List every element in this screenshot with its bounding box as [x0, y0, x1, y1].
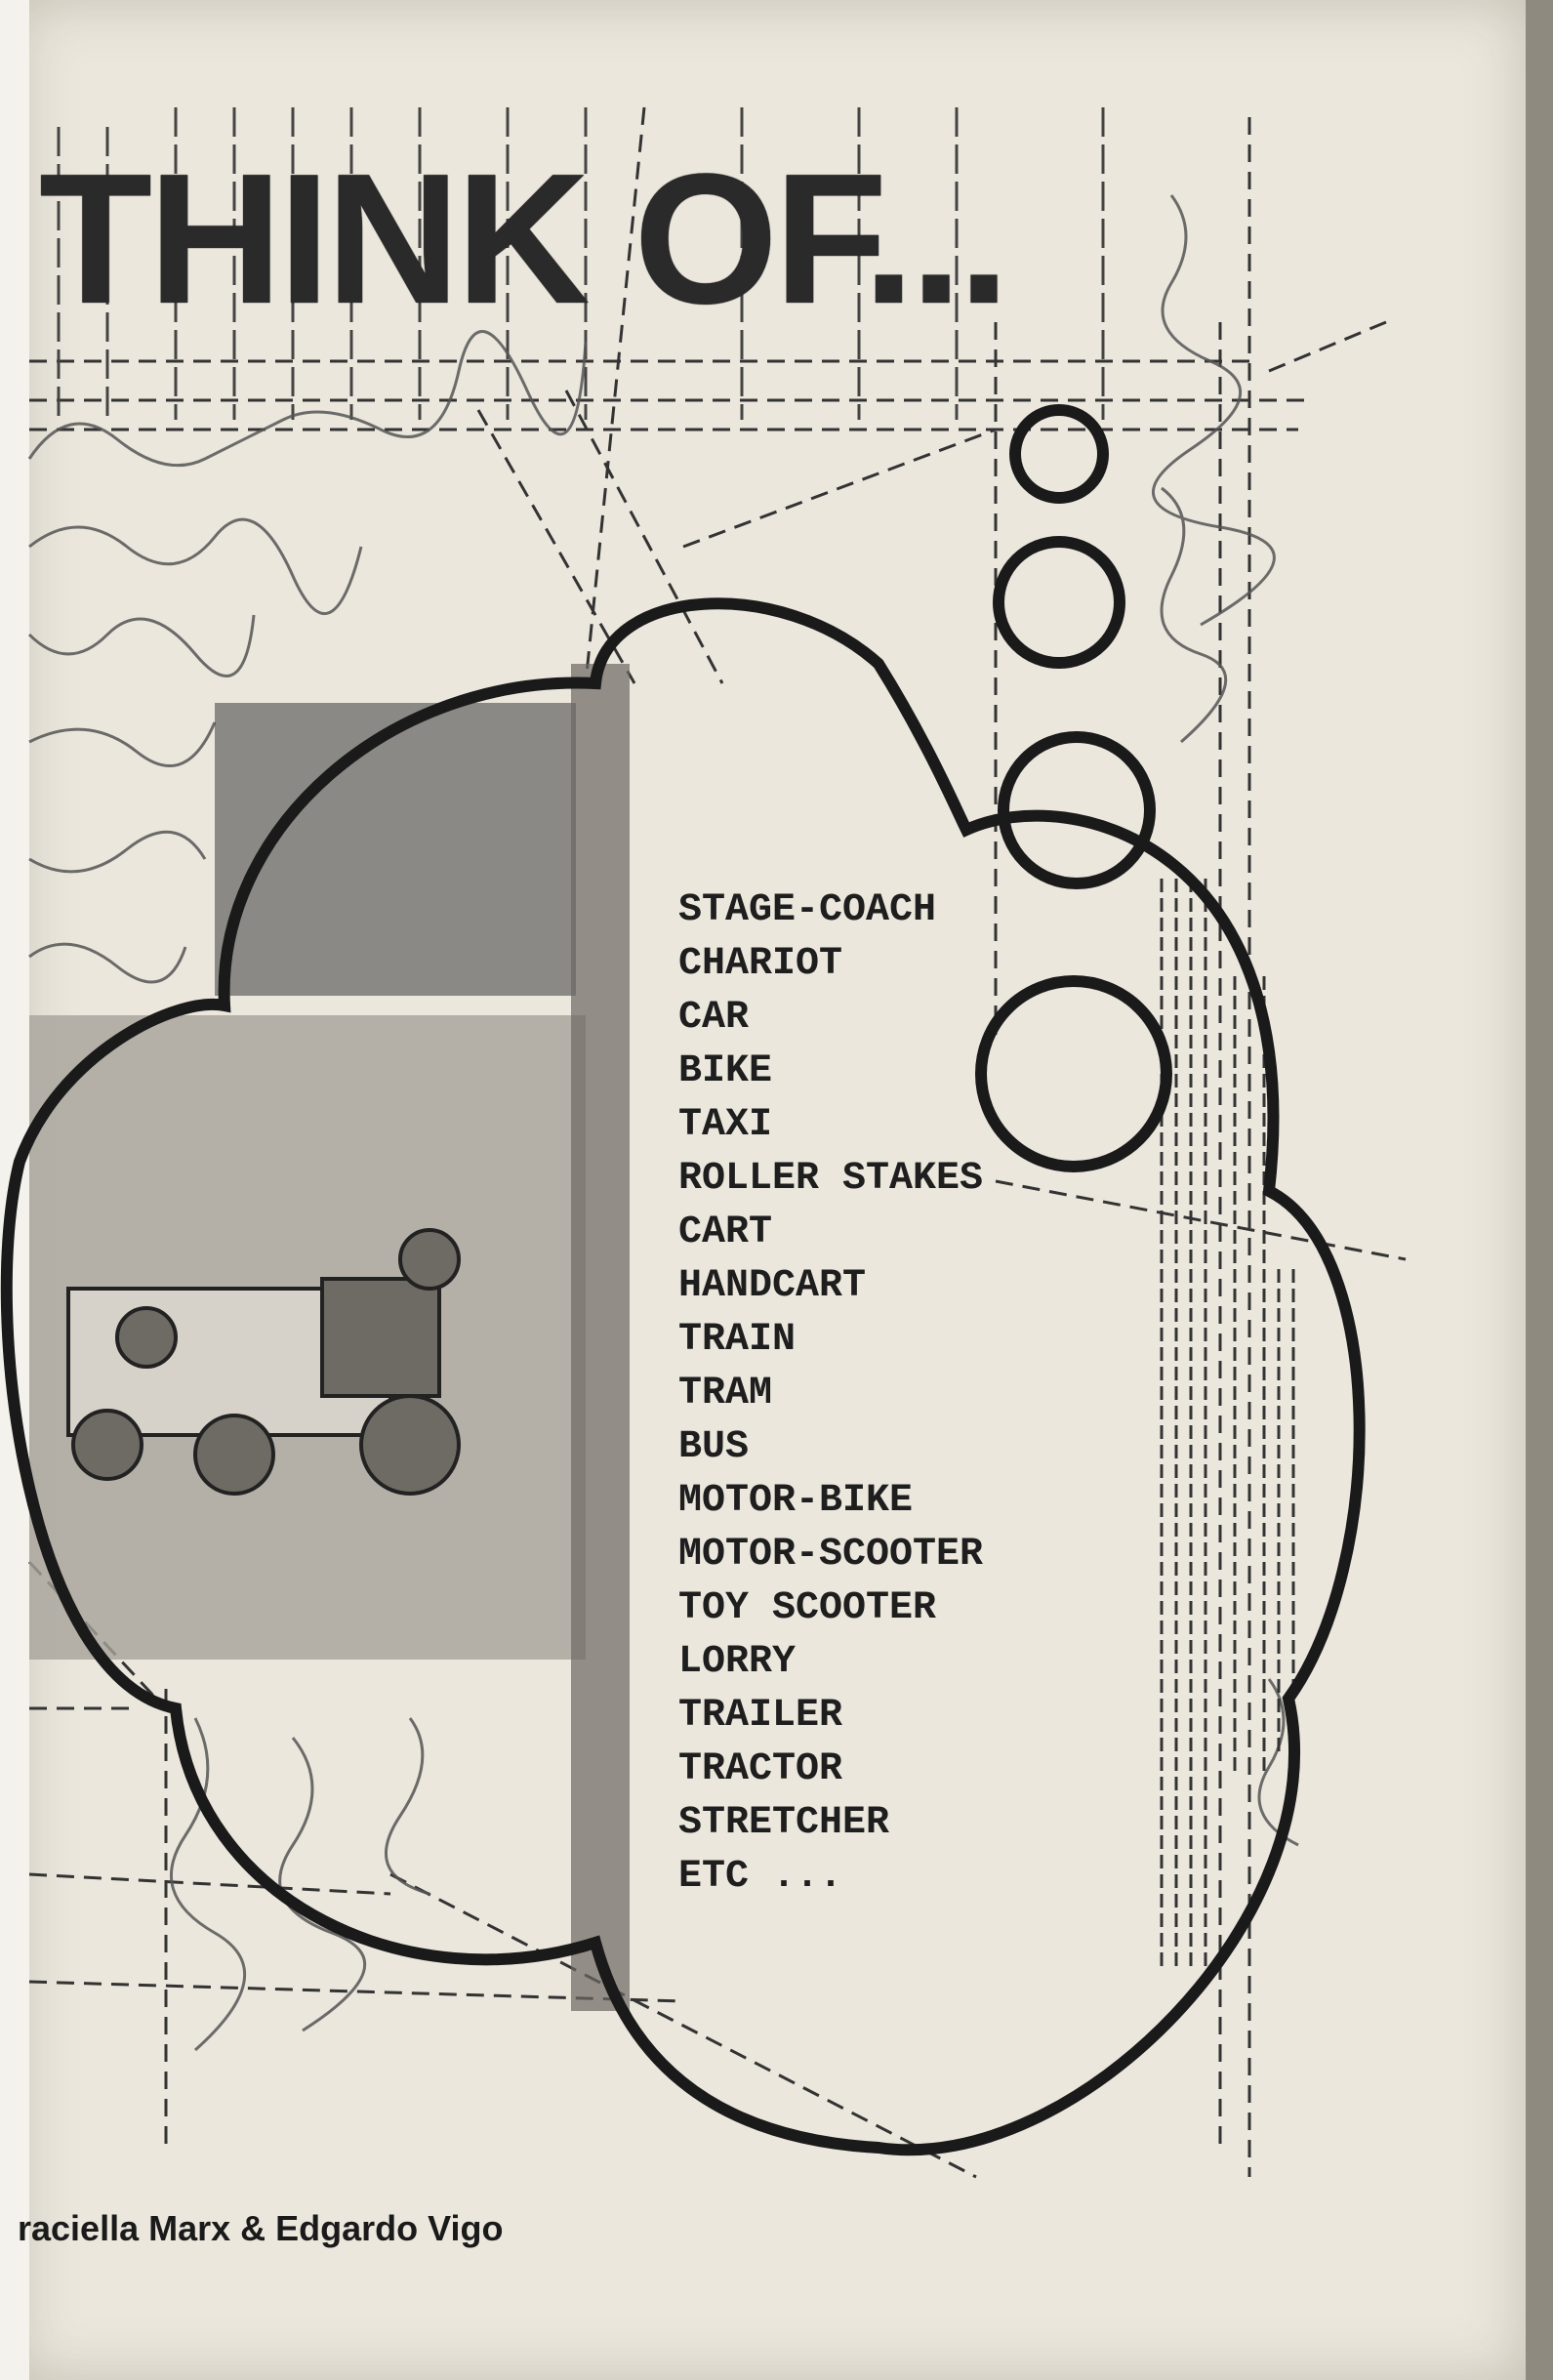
- list-item: MOTOR-SCOOTER: [678, 1533, 984, 1577]
- list-item: BIKE: [678, 1049, 773, 1093]
- page-title: THINK OF...: [39, 136, 1009, 343]
- list-item: TRAIN: [678, 1318, 797, 1362]
- truck-illustration: [66, 1228, 461, 1496]
- circle-1: [1009, 404, 1109, 504]
- list-item: STAGE-COACH: [678, 888, 937, 932]
- vertical-bar: [571, 664, 630, 2011]
- list-item: CHARIOT: [678, 942, 843, 986]
- list-item: TRACTOR: [678, 1747, 843, 1791]
- circle-3: [998, 731, 1156, 889]
- list-item: TRAM: [678, 1372, 773, 1416]
- vehicle-list: STAGE-COACH CHARIOT CAR BIKE TAXI ROLLER…: [678, 883, 983, 1904]
- circles-column: [975, 404, 1172, 1172]
- vertical-hatching-right: [1160, 879, 1295, 1972]
- list-item: BUS: [678, 1425, 750, 1469]
- hatched-panel-top: [215, 703, 576, 996]
- list-item: LORRY: [678, 1640, 797, 1684]
- list-item: TOY SCOOTER: [678, 1586, 937, 1630]
- list-item: TAXI: [678, 1103, 773, 1147]
- list-item: CART: [678, 1211, 773, 1254]
- author-credit: raciella Marx & Edgardo Vigo: [18, 2208, 504, 2248]
- circle-4: [975, 975, 1172, 1172]
- list-item: ROLLER STAKES: [678, 1157, 984, 1201]
- list-item: HANDCART: [678, 1264, 867, 1308]
- list-item: TRAILER: [678, 1694, 843, 1738]
- circle-2: [993, 536, 1125, 669]
- list-item: ETC ...: [678, 1855, 843, 1899]
- list-item: MOTOR-BIKE: [678, 1479, 914, 1523]
- dashed-guidelines: [27, 106, 1407, 2179]
- list-item: STRETCHER: [678, 1801, 890, 1845]
- list-item: CAR: [678, 996, 750, 1040]
- title-guide-lines: [57, 107, 1105, 420]
